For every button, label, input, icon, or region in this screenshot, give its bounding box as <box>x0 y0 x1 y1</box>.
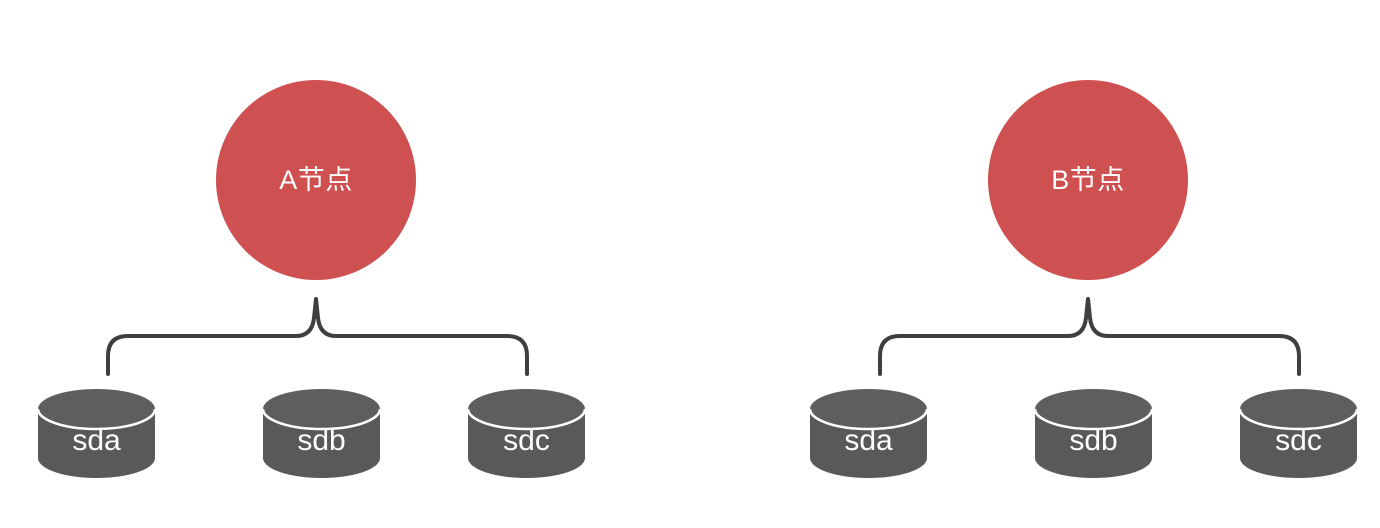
node-b-label: B节点 <box>1051 164 1125 195</box>
node-a-circle[interactable]: A节点 <box>216 80 416 280</box>
disk-b-sdb[interactable]: sdb <box>1035 389 1152 478</box>
disk-a-sdb[interactable]: sdb <box>263 389 380 478</box>
disk-b-sda-label: sda <box>844 423 893 457</box>
node-b-circle[interactable]: B节点 <box>988 80 1188 280</box>
disk-b-sdc-label: sdc <box>1275 423 1322 457</box>
connector-a-path <box>106 297 529 376</box>
cylinder-icon <box>38 389 155 478</box>
cylinder-icon <box>263 389 380 478</box>
disk-b-sdc[interactable]: sdc <box>1240 389 1357 478</box>
disk-a-sdb-label: sdb <box>297 423 346 457</box>
connector-b-path <box>878 297 1301 376</box>
cylinder-icon <box>810 389 927 478</box>
cylinder-icon <box>468 389 585 478</box>
disk-a-sdc[interactable]: sdc <box>468 389 585 478</box>
node-a-label: A节点 <box>279 164 353 195</box>
disk-b-sdb-label: sdb <box>1069 423 1118 457</box>
cylinder-icon <box>1035 389 1152 478</box>
disk-a-sda[interactable]: sda <box>38 389 155 478</box>
disk-b-sda[interactable]: sda <box>810 389 927 478</box>
disk-a-sda-label: sda <box>72 423 121 457</box>
cylinder-icon <box>1240 389 1357 478</box>
disk-a-sdc-label: sdc <box>503 423 550 457</box>
